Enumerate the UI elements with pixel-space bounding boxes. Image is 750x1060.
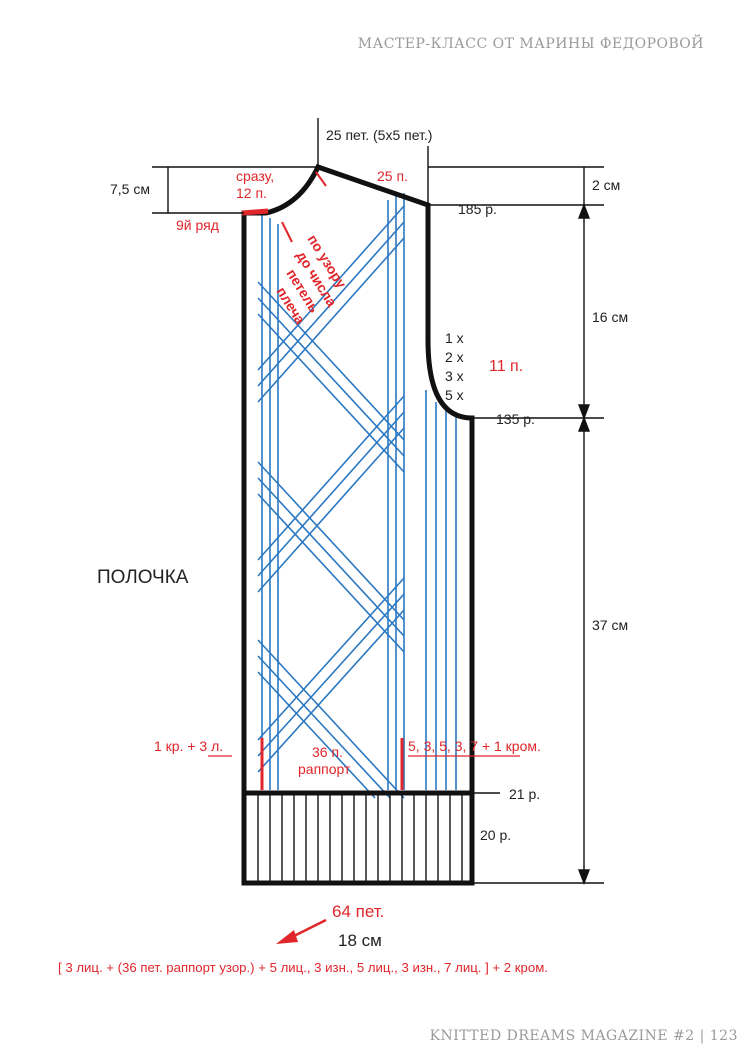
total-stitches-label: 64 пет. — [332, 902, 384, 921]
top-stitches-label: 25 пет. (5х5 пет.) — [326, 127, 432, 143]
pattern-diagonal-line — [257, 671, 376, 799]
pattern-diagonal-line — [257, 609, 405, 773]
shoulder-height-label: 2 см — [592, 177, 620, 193]
formula-label: [ 3 лиц. + (36 пет. раппорт узор.) + 5 л… — [58, 960, 548, 975]
immediately-label: сразу, — [236, 168, 274, 184]
piece-outline — [241, 163, 475, 796]
page-footer: KNITTED DREAMS MAGAZINE #2 | 123 — [429, 1028, 738, 1044]
pattern-diagonal-line — [257, 639, 405, 799]
pattern-diagonal-line — [257, 221, 405, 387]
pattern-diagonal-line — [257, 297, 405, 457]
body-height-label: 37 см — [592, 617, 628, 633]
pattern-diagonal-line — [257, 655, 391, 799]
dimension-lines — [152, 118, 604, 885]
pattern-diagonal-line — [257, 427, 405, 593]
armhole-stitches-label: 11 п. — [489, 358, 523, 375]
decrease-2-label: 2 х — [445, 349, 464, 365]
width-label: 18 см — [338, 931, 382, 950]
pattern-diagonal-line — [257, 577, 405, 741]
repeat-word-label: раппорт — [298, 761, 351, 777]
rib-rows-label: 20 р. — [480, 827, 511, 843]
row-185-label: 185 р. — [458, 201, 497, 217]
neck-height-label: 7,5 см — [110, 181, 150, 197]
neck-tick-marker — [315, 171, 327, 187]
row-21-label: 21 р. — [509, 786, 540, 802]
left-edge-label: 1 кр. + 3 л. — [154, 738, 223, 754]
repeat-count-label: 36 п. — [312, 744, 343, 760]
decrease-5-label: 5 х — [445, 387, 464, 403]
armhole-height-label: 16 см — [592, 309, 628, 325]
piece-name: ПОЛОЧКА — [97, 567, 189, 588]
red-markers — [208, 171, 520, 790]
pattern-diagonal-line — [257, 477, 405, 637]
neck-tick-marker — [281, 221, 293, 243]
row-135-label: 135 р. — [496, 411, 535, 427]
decrease-1-label: 1 х — [445, 330, 464, 346]
right-edge-label: 5, 3, 5, 3, 7 + 1 кром. — [408, 738, 541, 754]
page-header: МАСТЕР-КЛАСС ОТ МАРИНЫ ФЕДОРОВОЙ — [357, 36, 704, 52]
pattern-diagonal-line — [257, 395, 405, 561]
ribbing — [241, 790, 475, 886]
cable-pattern — [257, 193, 457, 799]
pattern-diagonal-line — [257, 493, 405, 653]
shoulder-stitches-label: 25 п. — [377, 168, 408, 184]
decrease-3-label: 3 х — [445, 368, 464, 384]
neck-start-marker — [241, 208, 269, 216]
pattern-diagonal-line — [257, 281, 405, 441]
pattern-diagonal-line — [257, 593, 405, 757]
pattern-diagonal-line — [257, 313, 405, 473]
width-arrow — [276, 918, 327, 944]
pattern-diagonal-line — [257, 461, 405, 621]
pattern-diagonal-line — [257, 205, 405, 371]
immediately-count-label: 12 п. — [236, 185, 267, 201]
pattern-diagonal-line — [257, 237, 405, 403]
pattern-diagonal-line — [257, 411, 405, 577]
neck-row-label: 9й ряд — [176, 217, 219, 233]
